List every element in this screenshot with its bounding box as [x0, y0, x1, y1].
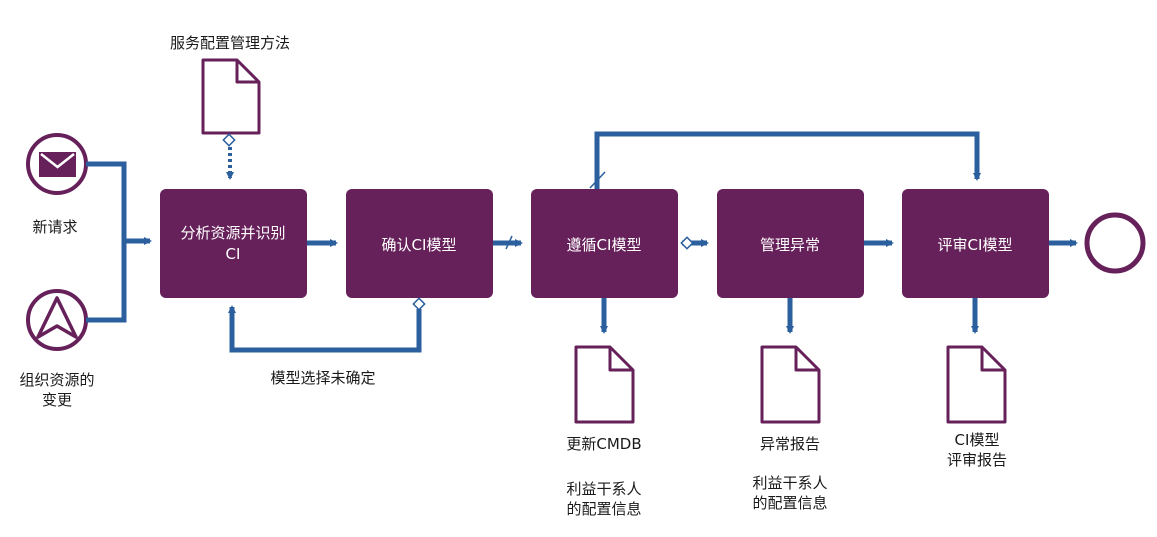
method-document-label: 服务配置管理方法 — [170, 34, 290, 52]
output-review-document-icon — [946, 345, 1007, 424]
envelope-icon — [39, 152, 76, 177]
step-manage-exceptions: 管理异常 — [717, 189, 864, 298]
step-manage-exceptions-label: 管理异常 — [760, 236, 820, 254]
output-exception-label-line2: 利益干系人 — [752, 474, 827, 492]
output-review-label-line2: 评审报告 — [947, 451, 1007, 469]
chevron-up-icon — [36, 296, 78, 339]
output-cmdb-document-icon — [574, 345, 635, 424]
new-request-label: 新请求 — [32, 218, 77, 236]
top-bypass-flow — [594, 131, 981, 189]
loop-label: 模型选择未确定 — [270, 369, 375, 387]
step-follow-model-label: 遵循CI模型 — [567, 236, 642, 254]
step-follow-model: 遵循CI模型 — [531, 189, 678, 298]
method-document-icon — [201, 58, 261, 135]
default-flow-marker — [505, 235, 513, 250]
org-change-label-line1: 组织资源的 — [19, 371, 94, 389]
input-flows — [86, 161, 152, 323]
org-change-label-line2: 变更 — [42, 391, 72, 409]
output-cmdb-label-line2: 利益干系人 — [566, 480, 641, 498]
step-review-model: 评审CI模型 — [902, 189, 1049, 298]
step-review-model-label: 评审CI模型 — [938, 236, 1013, 254]
loop-back-flow — [228, 305, 422, 353]
default-flow-marker-top — [589, 171, 606, 189]
output-exception-document-icon — [760, 345, 821, 424]
step-analyze-label-line2: CI — [226, 245, 241, 263]
step-confirm-model-label: 确认CI模型 — [382, 236, 457, 254]
conditional-flow-diamond — [680, 236, 694, 250]
output-review-label-line1: CI模型 — [955, 431, 1000, 449]
association-diamond — [222, 133, 236, 147]
loop-condition-diamond — [412, 297, 426, 311]
output-cmdb-label-line3: 的配置信息 — [566, 500, 641, 518]
step-analyze-label-line1: 分析资源并识别 — [180, 224, 285, 242]
new-request-event — [26, 133, 88, 195]
org-change-event — [26, 289, 88, 351]
output-exception-label-line3: 的配置信息 — [752, 494, 827, 512]
step-confirm-model: 确认CI模型 — [346, 189, 493, 298]
end-circle-icon — [1084, 212, 1146, 274]
output-cmdb-label-line1: 更新CMDB — [566, 435, 641, 453]
output-exception-label-line1: 异常报告 — [760, 435, 820, 453]
step-analyze: 分析资源并识别 CI — [160, 189, 307, 298]
